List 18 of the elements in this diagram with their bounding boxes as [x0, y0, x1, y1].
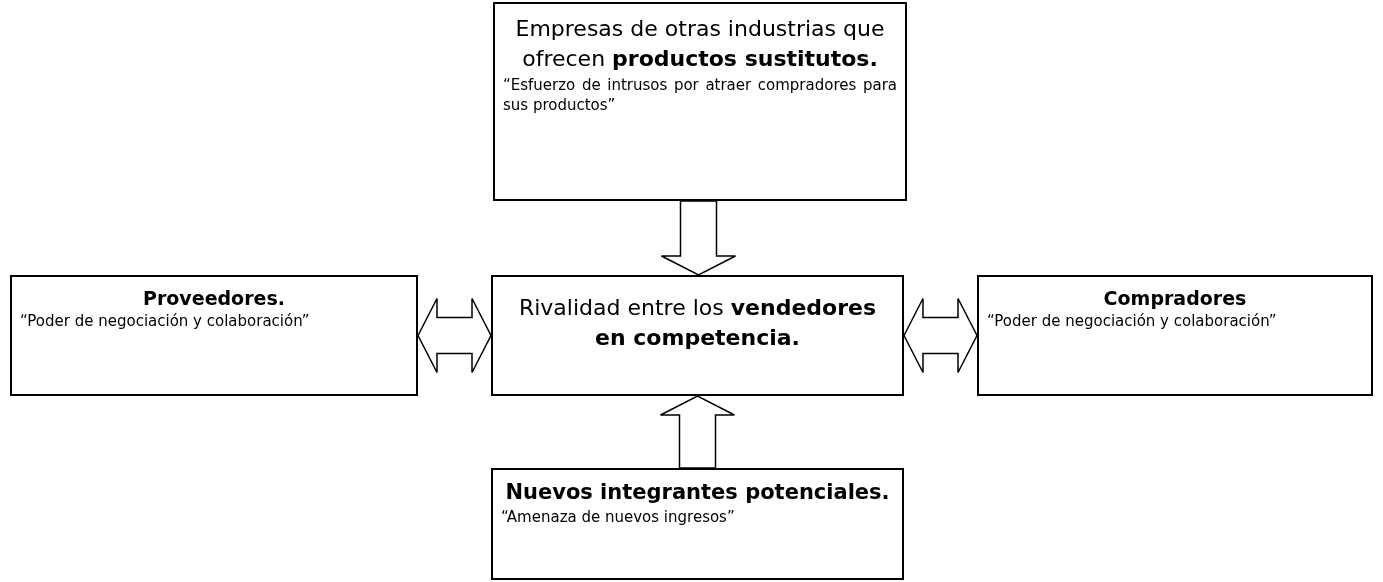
quote-text: “Poder de negociación y colaboración”: [20, 311, 311, 332]
block-arrow: [903, 297, 978, 374]
text-box: [493, 2, 907, 201]
heading: Nuevos integrantes potenciales.: [504, 479, 891, 506]
quote-text: “Amenaza de nuevos ingresos”: [501, 506, 736, 528]
quote-text: “Esfuerzo de intrusos por atraer compradores para sus productos”: [503, 74, 897, 116]
text-box: [10, 275, 418, 396]
heading: Compradores: [1102, 286, 1248, 311]
block-arrow: [659, 395, 736, 469]
text-box: [491, 468, 904, 580]
quote-text: “Poder de negociación y colaboración”: [987, 311, 1278, 332]
block-arrow: [660, 200, 737, 276]
heading: Proveedores.: [142, 286, 286, 311]
heading: Empresas de otras industrias que ofrecen productos sustitutos.: [514, 15, 886, 74]
text-box: [491, 275, 904, 396]
text-box: [977, 275, 1373, 396]
heading: Rivalidad entre los vendedores en competencia.: [517, 294, 878, 353]
block-arrow: [417, 297, 492, 374]
